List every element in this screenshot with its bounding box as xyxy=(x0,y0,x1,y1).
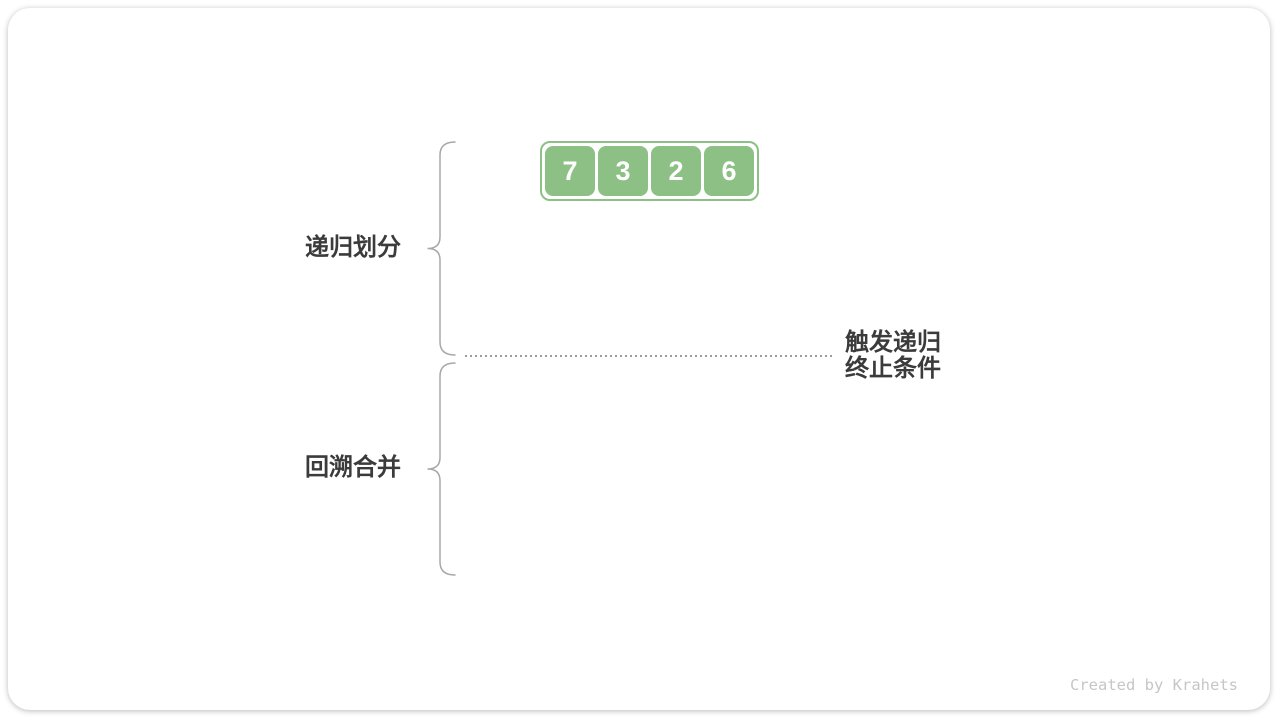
annotation-line1: 触发递归 xyxy=(845,329,941,356)
array-cell: 7 xyxy=(545,146,595,196)
label-backtrack-merge: 回溯合并 xyxy=(305,454,401,481)
array-cell: 3 xyxy=(598,146,648,196)
annotation-line2: 终止条件 xyxy=(845,355,941,382)
watermark: Created by Krahets xyxy=(1070,676,1238,694)
array-cell: 2 xyxy=(651,146,701,196)
array-cell: 6 xyxy=(704,146,754,196)
array-container: 7 3 2 6 xyxy=(540,141,759,201)
label-recursive-partition: 递归划分 xyxy=(305,234,401,261)
termination-dotted-line xyxy=(465,355,833,357)
label-termination-condition: 触发递归 终止条件 xyxy=(845,330,941,382)
figure-card xyxy=(8,8,1270,710)
